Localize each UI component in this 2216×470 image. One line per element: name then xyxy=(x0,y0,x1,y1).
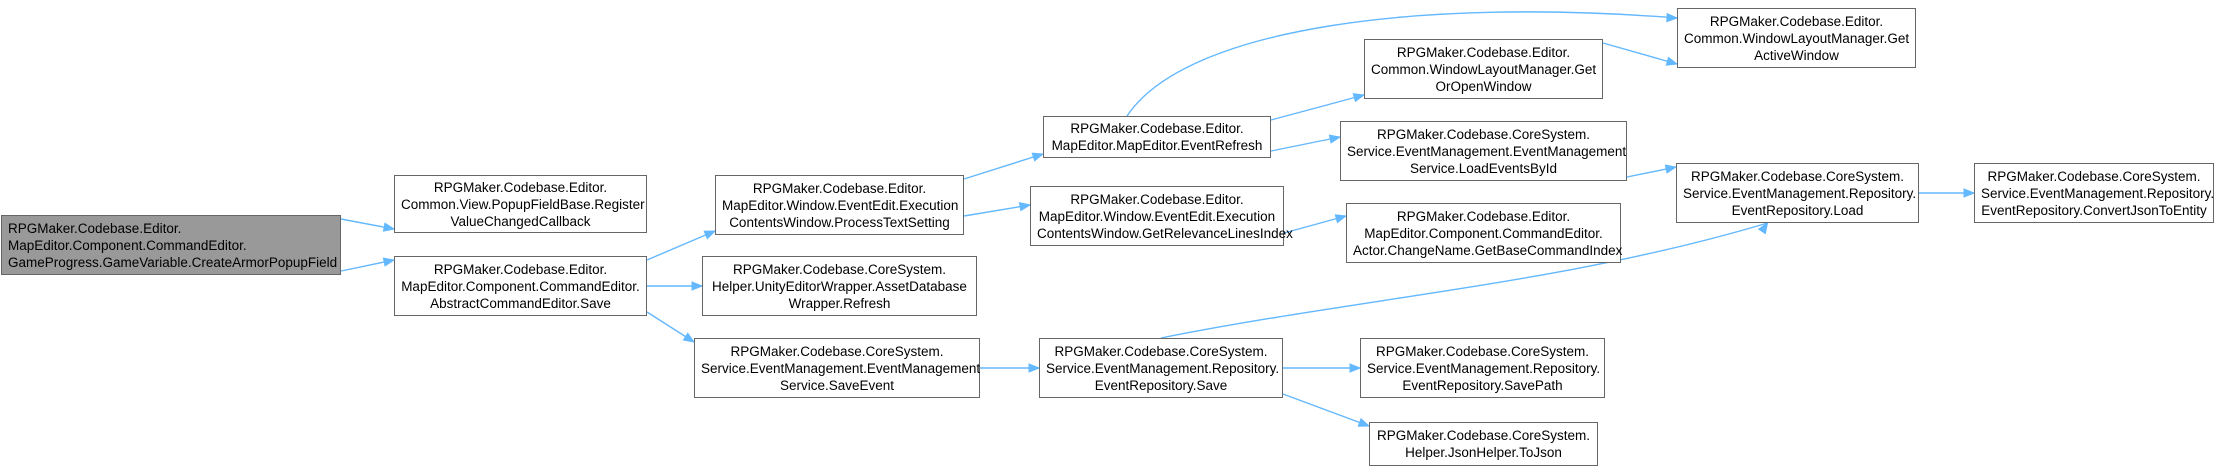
node-line: MapEditor.Component.CommandEditor. xyxy=(8,237,247,253)
node-line: RPGMaker.Codebase.Editor. xyxy=(433,261,608,277)
arrowhead-n9-to-n14 xyxy=(1665,56,1679,66)
arrowhead-n10-to-n15 xyxy=(1664,164,1678,174)
node-line: MapEditor.Component.CommandEditor. xyxy=(401,278,640,294)
node-load-events-by-id[interactable]: RPGMaker.Codebase.CoreSystem. Service.Ev… xyxy=(1340,121,1627,181)
node-line: RPGMaker.Codebase.CoreSystem. xyxy=(732,261,947,277)
node-line: Service.LoadEventsById xyxy=(1409,160,1558,176)
node-line: RPGMaker.Codebase.CoreSystem. xyxy=(1375,343,1590,359)
node-line: Wrapper.Refresh xyxy=(788,295,891,311)
edge-n6-to-n14 xyxy=(1126,11,1678,117)
node-line: Service.EventManagement.EventManagement xyxy=(701,360,981,376)
node-line: ContentsWindow.ProcessTextSetting xyxy=(729,214,950,230)
node-get-or-open-window[interactable]: RPGMaker.Codebase.Editor. Common.WindowL… xyxy=(1364,39,1603,99)
node-line: MapEditor.MapEditor.EventRefresh xyxy=(1051,138,1263,153)
node-get-relevance-lines-index[interactable]: RPGMaker.Codebase.Editor. MapEditor.Wind… xyxy=(1030,186,1293,246)
node-abstract-command-editor-save[interactable]: RPGMaker.Codebase.Editor. MapEditor.Comp… xyxy=(394,256,647,316)
arrowhead-n0-to-n1 xyxy=(382,222,396,232)
node-line: RPGMaker.Codebase.CoreSystem. xyxy=(1376,126,1591,142)
node-line: ValueChangedCallback xyxy=(450,213,591,229)
node-line: RPGMaker.Codebase.Editor. xyxy=(1396,208,1571,224)
arrowhead-n5-to-n8 xyxy=(1028,363,1041,373)
edge-n9-to-n14 xyxy=(1602,42,1678,65)
node-line: RPGMaker.Codebase.Editor. xyxy=(1396,44,1571,60)
node-line: Service.EventManagement.Repository. xyxy=(1683,185,1917,201)
node-line: AbstractCommandEditor.Save xyxy=(430,295,611,311)
node-line: EventRepository.SavePath xyxy=(1402,377,1563,393)
arrowhead-n2-to-n3 xyxy=(703,230,717,240)
node-convert-json-to-entity[interactable]: RPGMaker.Codebase.CoreSystem. Service.Ev… xyxy=(1974,163,2214,223)
node-line: OrOpenWindow xyxy=(1435,78,1532,94)
arrowhead-n0-to-n2 xyxy=(382,257,396,267)
node-line: RPGMaker.Codebase.Editor. xyxy=(8,220,182,236)
edge-n8-to-n13 xyxy=(1282,393,1370,427)
node-line: ActiveWindow xyxy=(1754,47,1839,63)
arrowhead-n8-to-n13 xyxy=(1357,417,1371,427)
node-line: RPGMaker.Codebase.CoreSystem. xyxy=(1690,168,1905,184)
node-line: Service.EventManagement.Repository. xyxy=(1046,360,1280,376)
edge-n2-to-n3 xyxy=(646,230,716,261)
node-line: RPGMaker.Codebase.Editor. xyxy=(1070,121,1244,136)
node-save-event[interactable]: RPGMaker.Codebase.CoreSystem. Service.Ev… xyxy=(694,338,980,398)
arrowhead-n3-to-n7 xyxy=(1018,202,1032,212)
arrowhead-n8-to-n15 xyxy=(1757,221,1769,235)
edge-n7-to-n11 xyxy=(1283,215,1347,234)
node-line: Service.SaveEvent xyxy=(779,377,895,393)
edge-n3-to-n7 xyxy=(963,204,1031,217)
node-line: ContentsWindow.GetRelevanceLinesIndex xyxy=(1037,225,1293,241)
node-line: RPGMaker.Codebase.Editor. xyxy=(1709,13,1884,29)
node-line: Common.View.PopupFieldBase.Register xyxy=(401,196,645,212)
node-event-refresh[interactable]: RPGMaker.Codebase.Editor. MapEditor.MapE… xyxy=(1043,116,1271,158)
node-create-armor-popup-field[interactable]: RPGMaker.Codebase.Editor. MapEditor.Comp… xyxy=(1,215,341,275)
node-line: RPGMaker.Codebase.CoreSystem. xyxy=(730,343,944,359)
arrowhead-n2-to-n4 xyxy=(691,281,704,291)
arrowhead-n6-to-n9 xyxy=(1352,93,1366,103)
node-asset-database-wrapper-refresh[interactable]: RPGMaker.Codebase.CoreSystem. Helper.Uni… xyxy=(702,256,977,316)
node-line: Service.EventManagement.Repository. xyxy=(1981,185,2215,201)
node-line: RPGMaker.Codebase.CoreSystem. xyxy=(1376,428,1591,443)
node-line: MapEditor.Component.CommandEditor. xyxy=(1364,225,1603,241)
node-json-helper-to-json[interactable]: RPGMaker.Codebase.CoreSystem. Helper.Jso… xyxy=(1369,422,1598,466)
node-line: Common.WindowLayoutManager.Get xyxy=(1371,61,1597,77)
node-line: Common.WindowLayoutManager.Get xyxy=(1684,30,1910,46)
edge-n3-to-n6 xyxy=(963,153,1044,180)
node-line: RPGMaker.Codebase.CoreSystem. xyxy=(1987,168,2201,184)
node-line: Service.EventManagement.Repository. xyxy=(1367,360,1601,376)
arrowhead-n3-to-n6 xyxy=(1031,152,1045,162)
node-line: MapEditor.Window.EventEdit.Execution xyxy=(1038,208,1276,224)
arrowhead-n2-to-n5 xyxy=(682,332,696,343)
node-line: Service.EventManagement.EventManagement xyxy=(1347,143,1627,159)
edge-n6-to-n10 xyxy=(1270,136,1341,152)
arrowhead-n7-to-n11 xyxy=(1334,214,1348,224)
node-register-value-changed-callback[interactable]: RPGMaker.Codebase.Editor. Common.View.Po… xyxy=(394,175,647,233)
arrowhead-n15-to-n16 xyxy=(1963,188,1976,198)
node-line: RPGMaker.Codebase.CoreSystem. xyxy=(1054,343,1268,359)
node-line: Helper.JsonHelper.ToJson xyxy=(1405,445,1562,460)
node-line: Helper.UnityEditorWrapper.AssetDatabase xyxy=(712,278,967,294)
node-process-text-setting[interactable]: RPGMaker.Codebase.Editor. MapEditor.Wind… xyxy=(715,175,964,235)
node-line: GameProgress.GameVariable.CreateArmorPop… xyxy=(8,254,338,270)
node-event-repository-save-path[interactable]: RPGMaker.Codebase.CoreSystem. Service.Ev… xyxy=(1360,338,1605,398)
node-line: RPGMaker.Codebase.Editor. xyxy=(433,179,608,195)
node-get-active-window[interactable]: RPGMaker.Codebase.Editor. Common.WindowL… xyxy=(1677,8,1916,68)
node-line: RPGMaker.Codebase.Editor. xyxy=(1070,191,1244,207)
node-line: RPGMaker.Codebase.Editor. xyxy=(752,180,927,196)
node-get-base-command-index[interactable]: RPGMaker.Codebase.Editor. MapEditor.Comp… xyxy=(1346,203,1623,263)
arrowhead-n6-to-n10 xyxy=(1328,134,1342,144)
node-line: EventRepository.ConvertJsonToEntity xyxy=(1981,202,2207,218)
node-event-repository-save[interactable]: RPGMaker.Codebase.CoreSystem. Service.Ev… xyxy=(1039,338,1283,398)
node-line: MapEditor.Window.EventEdit.Execution xyxy=(722,197,959,213)
node-line: EventRepository.Save xyxy=(1094,377,1228,393)
arrowhead-n8-to-n12 xyxy=(1349,363,1362,373)
arrowhead-n6-to-n14 xyxy=(1666,12,1679,23)
node-line: EventRepository.Load xyxy=(1731,202,1864,218)
node-line: Actor.ChangeName.GetBaseCommandIndex xyxy=(1353,242,1623,258)
edge-n6-to-n9 xyxy=(1270,94,1365,121)
node-event-repository-load[interactable]: RPGMaker.Codebase.CoreSystem. Service.Ev… xyxy=(1676,163,1919,223)
edge-n8-to-n15 xyxy=(1160,222,1768,339)
